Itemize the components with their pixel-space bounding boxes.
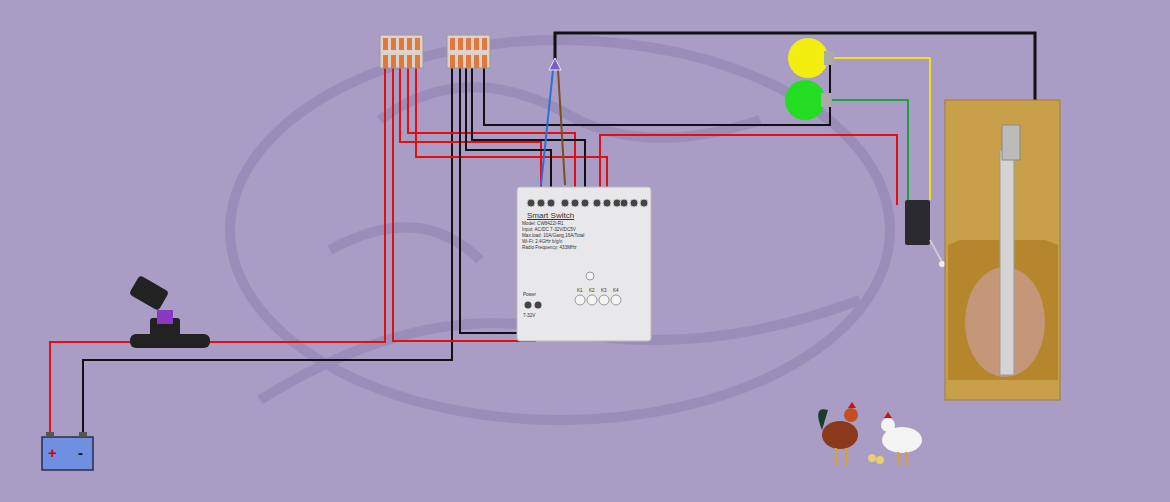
battery-terminal xyxy=(46,432,54,437)
smart-switch-housing xyxy=(517,187,651,341)
device-label: Radio Frequency: 433MHz xyxy=(522,246,577,251)
battery-terminal xyxy=(79,432,87,437)
device-label: Input: AC/DC 7-32V/DC5V xyxy=(522,228,576,233)
device-label: K3 xyxy=(601,289,607,294)
device-label: 7-32V xyxy=(523,314,535,319)
limit-switch xyxy=(905,200,945,267)
device-label: K1 xyxy=(577,289,583,294)
device-label: Wi-Fi: 2.4GHz b/g/n xyxy=(522,240,562,245)
lamp xyxy=(785,38,834,120)
wires xyxy=(50,33,1035,432)
chickens xyxy=(818,402,922,465)
device-label: K2 xyxy=(589,289,595,294)
battery xyxy=(42,437,93,470)
fuse xyxy=(129,275,210,348)
watermark xyxy=(230,40,890,420)
nest-box xyxy=(945,100,1060,400)
wire-connector xyxy=(549,58,561,70)
node-label: + xyxy=(48,445,57,460)
lever-connector xyxy=(380,35,490,68)
device-label: K4 xyxy=(613,289,619,294)
device-label: Max.load: 10A/Gang,16A/Total xyxy=(522,234,584,239)
device-label: Power xyxy=(523,293,536,298)
smart-switch: Smart Switch xyxy=(517,187,651,341)
node-label: Smart Switch xyxy=(527,212,574,220)
battery: +- xyxy=(42,437,93,470)
node-label: - xyxy=(78,445,83,460)
device-label: Model: CW8422I-R1 xyxy=(522,222,564,227)
